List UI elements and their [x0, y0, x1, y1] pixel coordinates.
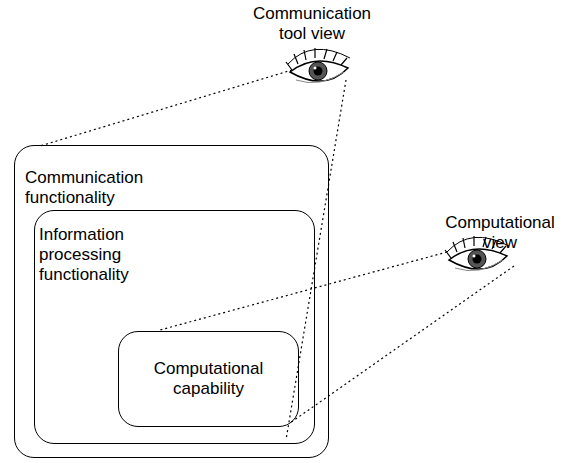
box-label: Communication functionality: [25, 168, 165, 208]
inner-box: Computational capability: [118, 331, 299, 427]
sight-line: [40, 70, 292, 146]
view-label: Computational view: [430, 213, 566, 253]
sight-line: [290, 266, 514, 423]
eye-icon: [286, 48, 350, 83]
middle-box: Information processing functionalityComp…: [34, 210, 315, 444]
sight-line: [160, 252, 447, 330]
box-label: Information processing functionality: [39, 225, 151, 285]
sight-line: [286, 80, 346, 440]
view-label: Communication tool view: [247, 4, 377, 44]
sight-lines: [40, 70, 514, 440]
box-label: Computational capability: [134, 359, 284, 399]
outer-box: Communication functionalityInformation p…: [14, 145, 329, 458]
